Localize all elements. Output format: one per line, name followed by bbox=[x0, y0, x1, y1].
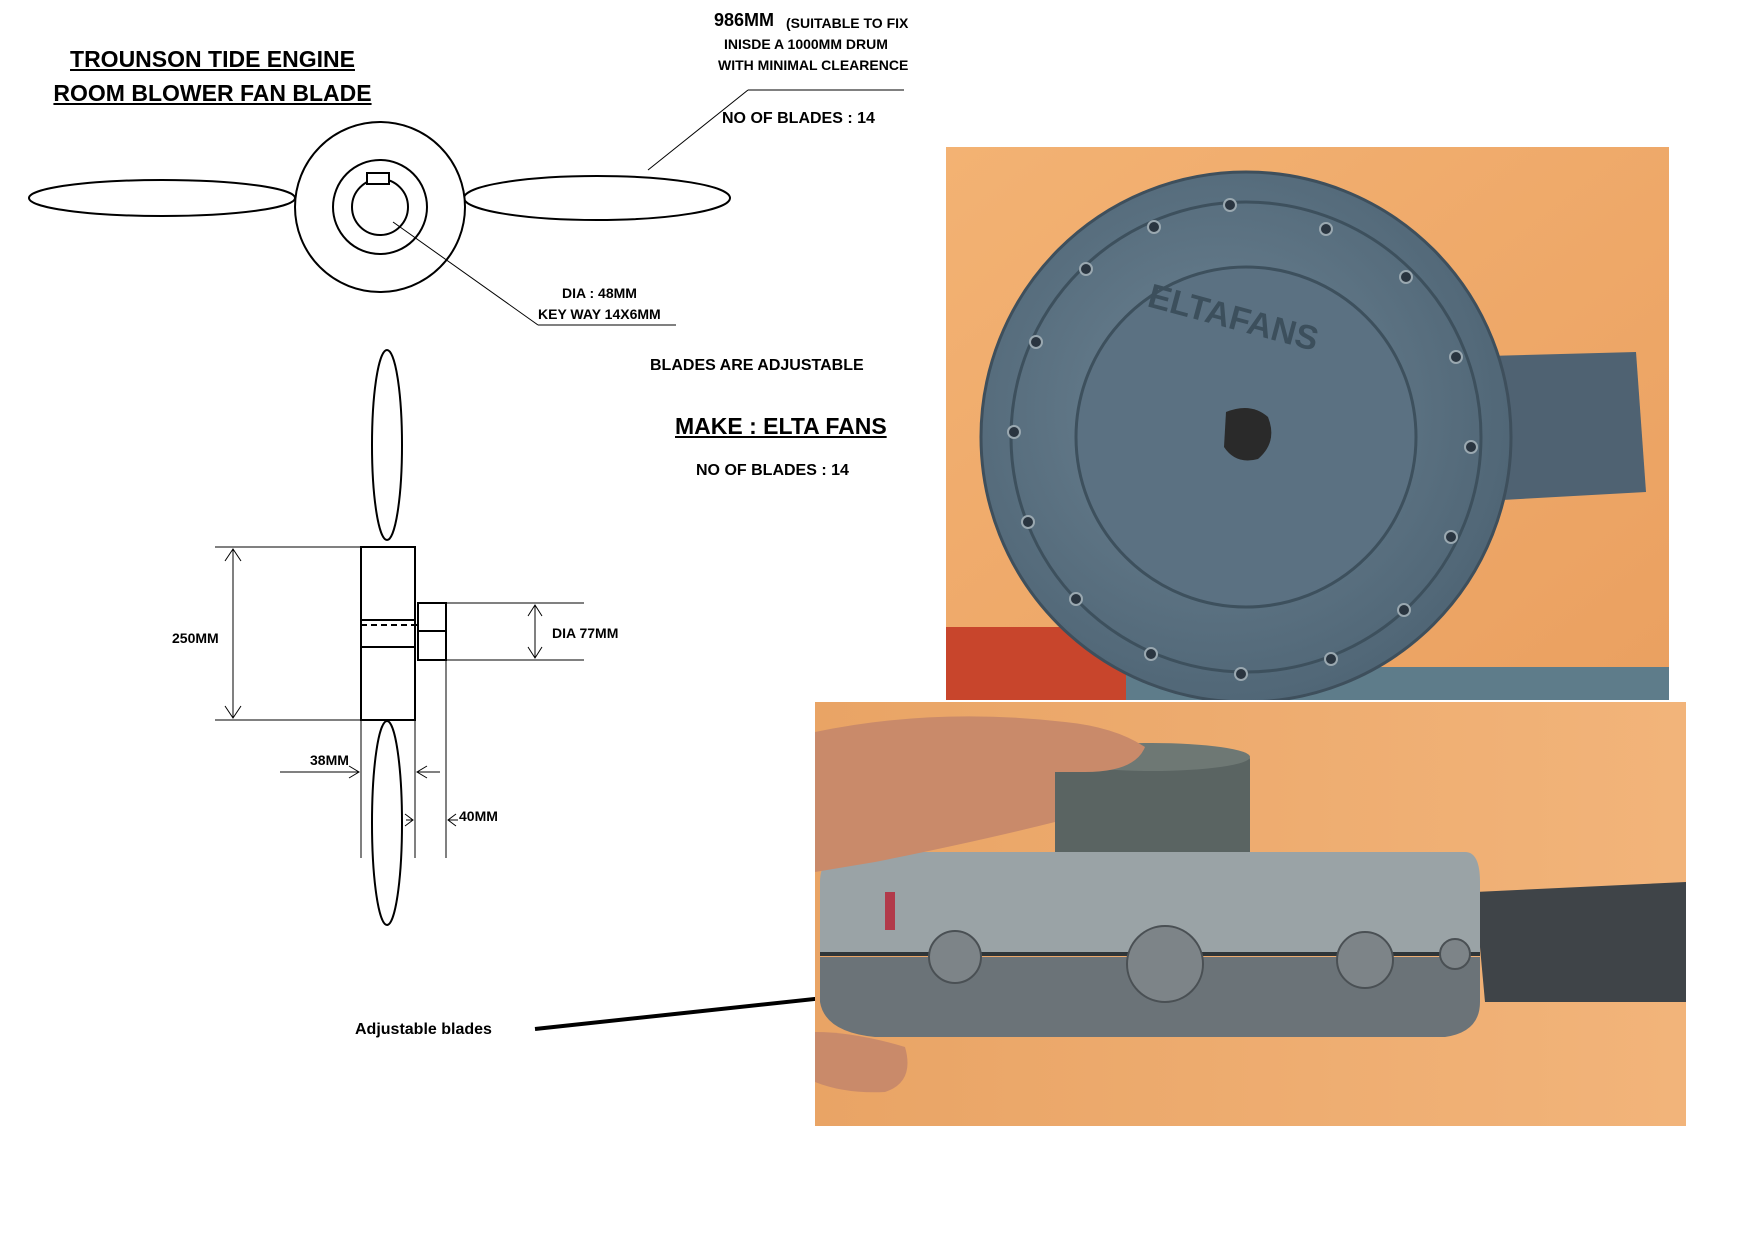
dim-38-left-arrow bbox=[348, 765, 360, 779]
lower-blade-side-view bbox=[371, 720, 403, 926]
dim-38-right-arrow bbox=[416, 765, 428, 779]
drawing-title: TROUNSON TIDE ENGINE ROOM BLOWER FAN BLA… bbox=[50, 42, 375, 110]
diameter-label: 986MM bbox=[714, 10, 775, 30]
dim-77-arrow-bottom bbox=[527, 646, 543, 659]
adjustable-blades-label: Adjustable blades bbox=[355, 1021, 492, 1038]
hub-side-view bbox=[360, 546, 416, 721]
blade-count-top: NO OF BLADES : 14 bbox=[722, 110, 875, 127]
make-label: MAKE : ELTA FANS bbox=[675, 413, 887, 439]
adjustable-note: BLADES ARE ADJUSTABLE bbox=[650, 357, 864, 374]
diameter-leader bbox=[647, 89, 749, 171]
blade-count-mid: NO OF BLADES : 14 bbox=[696, 462, 849, 479]
photo-hub-top: ELTAFANS bbox=[946, 147, 1669, 700]
dim-250-arrow-bottom bbox=[224, 705, 242, 719]
upper-blade-side-view bbox=[371, 349, 403, 541]
dim-40-left-arrow bbox=[404, 813, 414, 827]
diameter-note-1: (SUITABLE TO FIX bbox=[786, 15, 909, 31]
boss-width-label: 40MM bbox=[459, 808, 498, 824]
dim-250-arrow-top bbox=[224, 548, 242, 562]
photo-hub-side bbox=[815, 702, 1686, 1126]
hub-outer-circle bbox=[294, 121, 466, 293]
diameter-note-3: WITH MINIMAL CLEARENCE bbox=[718, 57, 909, 73]
hub-width-label: 38MM bbox=[310, 752, 349, 768]
dim-40-right-arrow bbox=[447, 813, 457, 827]
right-blade-top-view bbox=[463, 175, 731, 221]
left-blade-top-view bbox=[28, 179, 296, 217]
hub-boss-circle bbox=[332, 159, 428, 255]
title-line-1: TROUNSON TIDE ENGINE bbox=[70, 46, 355, 72]
bore-diameter-label: DIA : 48MM bbox=[562, 285, 637, 301]
keyway-slot bbox=[366, 172, 390, 185]
hub-height-label: 250MM bbox=[172, 630, 219, 646]
bore-leader bbox=[392, 221, 539, 326]
boss-diameter-label: DIA 77MM bbox=[552, 625, 619, 641]
keyway-label: KEY WAY 14X6MM bbox=[538, 306, 661, 322]
diameter-note-2: INISDE A 1000MM DRUM bbox=[724, 36, 888, 52]
dim-77-arrow-top bbox=[527, 604, 543, 617]
title-line-2: ROOM BLOWER FAN BLADE bbox=[53, 80, 372, 106]
